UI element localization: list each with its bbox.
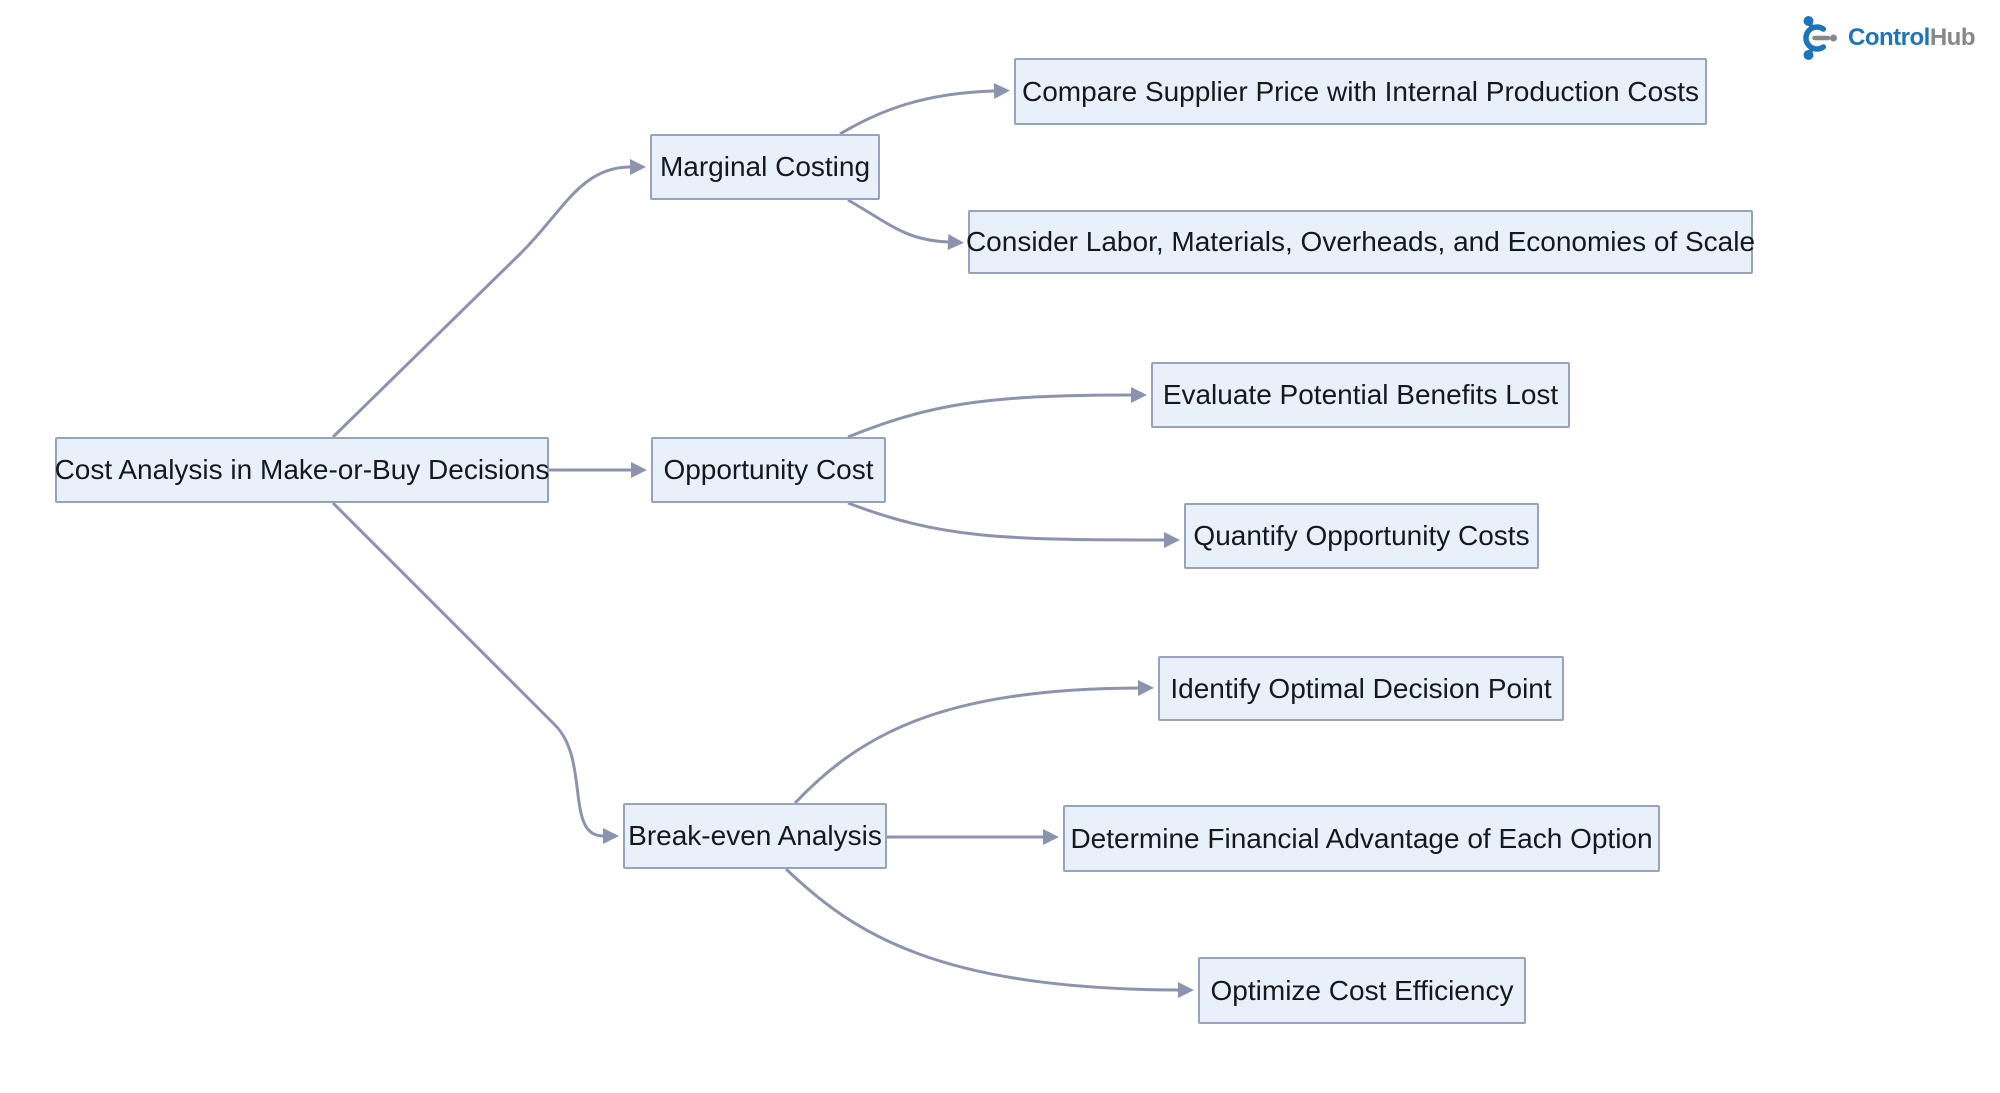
edge-opportunity-evaluate bbox=[847, 387, 1147, 439]
node-consider-labor-materials: Consider Labor, Materials, Overheads, an… bbox=[966, 210, 1755, 274]
edge-breakeven-optimize bbox=[784, 867, 1194, 998]
node-opportunity-cost: Opportunity Cost bbox=[651, 437, 886, 503]
node-breakeven-analysis: Break-even Analysis bbox=[623, 803, 887, 869]
node-quantify-opportunity-costs: Quantify Opportunity Costs bbox=[1184, 503, 1539, 569]
node-optimize-cost-efficiency: Optimize Cost Efficiency bbox=[1198, 957, 1526, 1024]
edge-marginal-compare bbox=[839, 83, 1010, 136]
logo-text-control: Control bbox=[1848, 24, 1930, 51]
edge-marginal-consider bbox=[847, 198, 964, 250]
controlhub-logo: ControlHub bbox=[1798, 16, 1976, 60]
node-marginal-costing: Marginal Costing bbox=[650, 134, 880, 200]
hub-network-icon bbox=[1803, 16, 1838, 60]
edge-root-marginal bbox=[331, 159, 646, 439]
node-compare-supplier-price: Compare Supplier Price with Internal Pro… bbox=[1014, 58, 1707, 125]
edge-opportunity-quantify bbox=[847, 501, 1180, 548]
node-identify-decision-point: Identify Optimal Decision Point bbox=[1158, 656, 1564, 721]
edge-breakeven-identify bbox=[793, 680, 1154, 805]
node-root: Cost Analysis in Make-or-Buy Decisions bbox=[55, 437, 549, 503]
node-evaluate-benefits-lost: Evaluate Potential Benefits Lost bbox=[1151, 362, 1570, 428]
node-determine-financial-advantage: Determine Financial Advantage of Each Op… bbox=[1063, 805, 1660, 872]
logo-wordmark: ControlHub bbox=[1848, 26, 1975, 50]
logo-text-hub: Hub bbox=[1929, 24, 1976, 51]
edge-root-breakeven bbox=[331, 501, 619, 844]
